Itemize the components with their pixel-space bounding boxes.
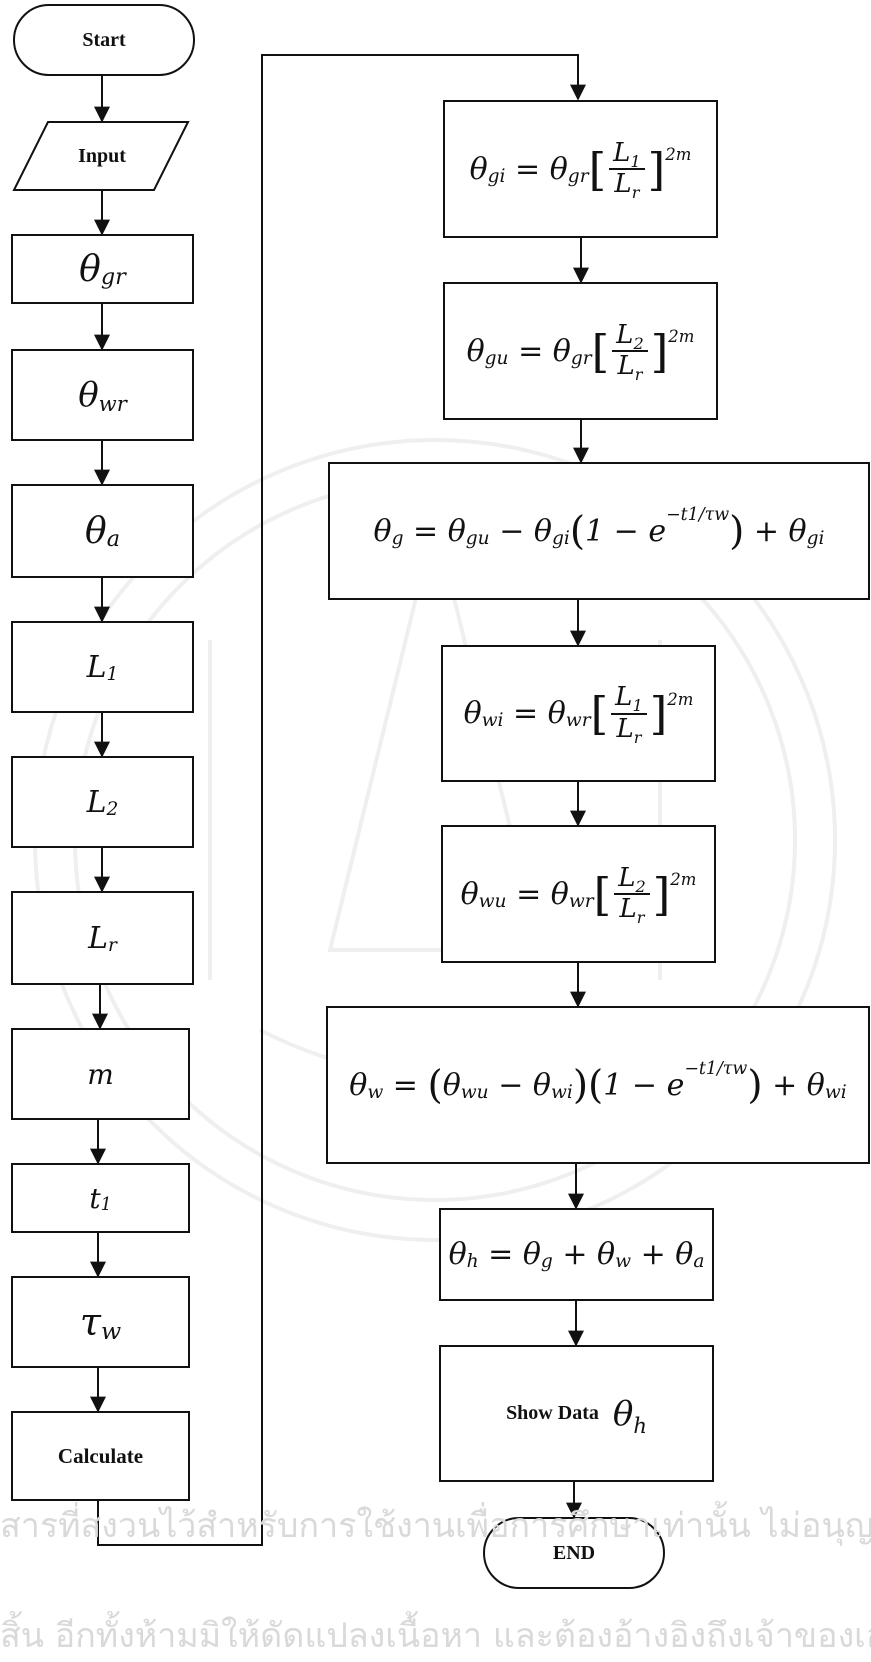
theta-gu-box (443, 282, 718, 420)
start-label: Start (82, 28, 126, 51)
theta-h-box (439, 1208, 714, 1301)
calculate-box (11, 1411, 190, 1501)
l1-box (11, 621, 194, 713)
theta-gi-box (443, 100, 718, 238)
m-text: m (87, 1057, 114, 1091)
calculate-label: Calculate (57, 1443, 144, 1468)
theta-wu-box (441, 825, 716, 963)
theta-w-box (326, 1006, 870, 1164)
show-data-content: Show Data θh (506, 1393, 647, 1438)
theta-g-box (328, 462, 870, 600)
right-column-arrows (566, 237, 589, 1519)
connector-line (97, 54, 586, 1546)
theta-wi-box (441, 645, 716, 782)
start-terminal (13, 4, 195, 76)
show-data-box (439, 1345, 714, 1482)
theta-wr-box (11, 349, 194, 441)
tau-w-box (11, 1276, 190, 1368)
t1-box (11, 1163, 190, 1233)
left-column-arrows (90, 75, 110, 1413)
theta-a-box (11, 484, 194, 578)
input-parallelogram (12, 121, 190, 191)
end-label: END (552, 1541, 596, 1564)
m-box (11, 1028, 190, 1120)
input-label: Input (78, 144, 126, 167)
